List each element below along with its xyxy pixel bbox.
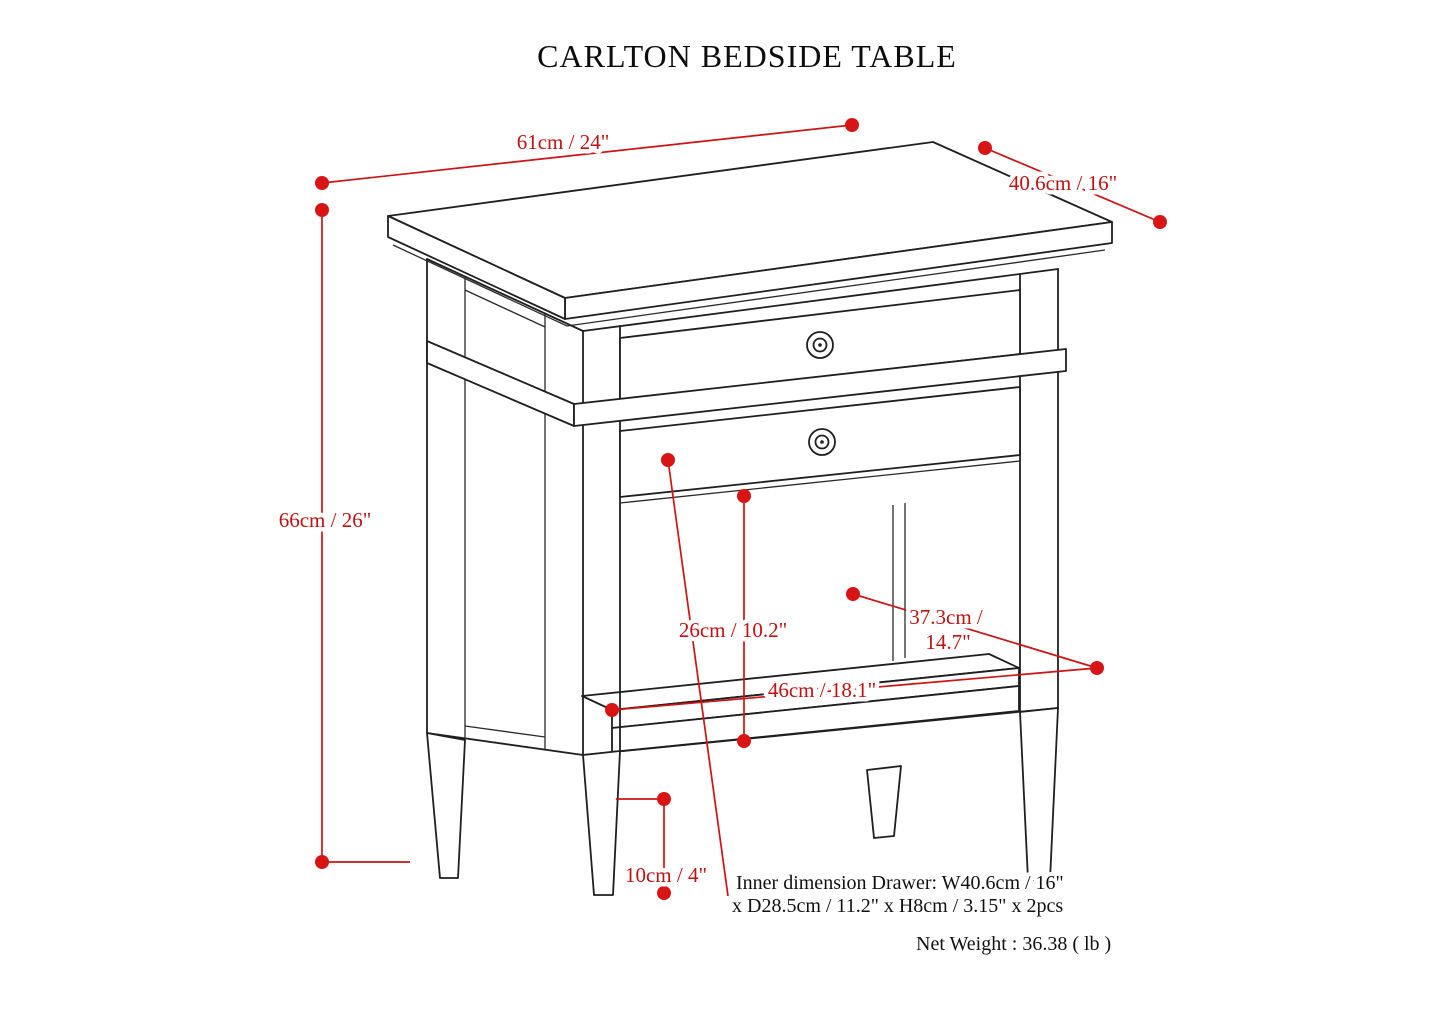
dim-dot: [657, 886, 671, 900]
drawer-inner-note-line2: x D28.5cm / 11.2" x H8cm / 3.15" x 2pcs: [732, 895, 1063, 917]
carcass-bottom-edge: [582, 707, 1059, 756]
dim-dot: [978, 141, 992, 155]
label-shelf-depth-line2: 14.7": [925, 630, 970, 654]
dim-line-shelf-width: [611, 667, 1098, 711]
side-molding: [426, 340, 575, 427]
side-panel-recess-top: [464, 289, 546, 328]
dimension-labels: 61cm / 24" 40.6cm / 16" 66cm / 26" 26cm …: [274, 126, 1121, 892]
label-opening-height: 26cm / 10.2": [679, 618, 787, 642]
dim-dot: [605, 703, 619, 717]
leader-drawer-note: [667, 459, 729, 897]
knob-top-drawer: [806, 331, 834, 359]
dimension-annotations: [315, 118, 1167, 900]
dim-line-top-width: [321, 124, 853, 184]
back-right-leg: [866, 765, 902, 839]
dim-dot: [315, 176, 329, 190]
tabletop-left-edge: [387, 215, 566, 320]
opening-top-edge: [619, 460, 1021, 504]
dim-line-top-depth: [984, 147, 1161, 223]
dim-dot: [846, 587, 860, 601]
knob-bottom-drawer: [808, 428, 836, 456]
label-shelf-width: 46cm / 18.1": [768, 678, 876, 702]
drawer-inner-note-line1: Inner dimension Drawer: W40.6cm / 16": [736, 872, 1064, 894]
dim-dot: [1153, 215, 1167, 229]
label-top-width: 61cm / 24": [517, 130, 610, 154]
side-top-edge: [426, 258, 584, 332]
side-panel-recess-bottom: [464, 725, 546, 738]
dim-line-shelf-depth: [852, 593, 1098, 669]
dim-dot: [737, 489, 751, 503]
dim-dot: [1090, 661, 1104, 675]
drawer-bottom: [619, 386, 1021, 498]
net-weight-note: Net Weight : 36.38 ( lb ): [916, 933, 1111, 955]
front-right-leg: [1019, 707, 1059, 881]
label-leg-height: 10cm / 4": [625, 863, 707, 887]
text-notes: CARLTON BEDSIDE TABLE Inner dimension Dr…: [537, 38, 1115, 959]
back-left-leg: [426, 732, 466, 879]
front-left-leg: [582, 750, 621, 896]
label-top-depth: 40.6cm / 16": [1009, 171, 1117, 195]
label-overall-height: 66cm / 26": [279, 508, 372, 532]
page-title: CARLTON BEDSIDE TABLE: [537, 38, 957, 74]
tabletop-profile-line: [392, 244, 1106, 327]
table-drawing: [387, 141, 1113, 896]
front-molding: [573, 348, 1067, 427]
label-shelf-depth-line1: 37.3cm /: [909, 605, 983, 629]
dim-dot: [315, 203, 329, 217]
dim-dot: [737, 734, 751, 748]
dim-dot: [657, 792, 671, 806]
carcass-top-edge: [582, 268, 1059, 332]
side-bottom-edge: [426, 732, 584, 756]
dim-dot: [845, 118, 859, 132]
dim-dot: [315, 855, 329, 869]
dim-dot: [661, 453, 675, 467]
